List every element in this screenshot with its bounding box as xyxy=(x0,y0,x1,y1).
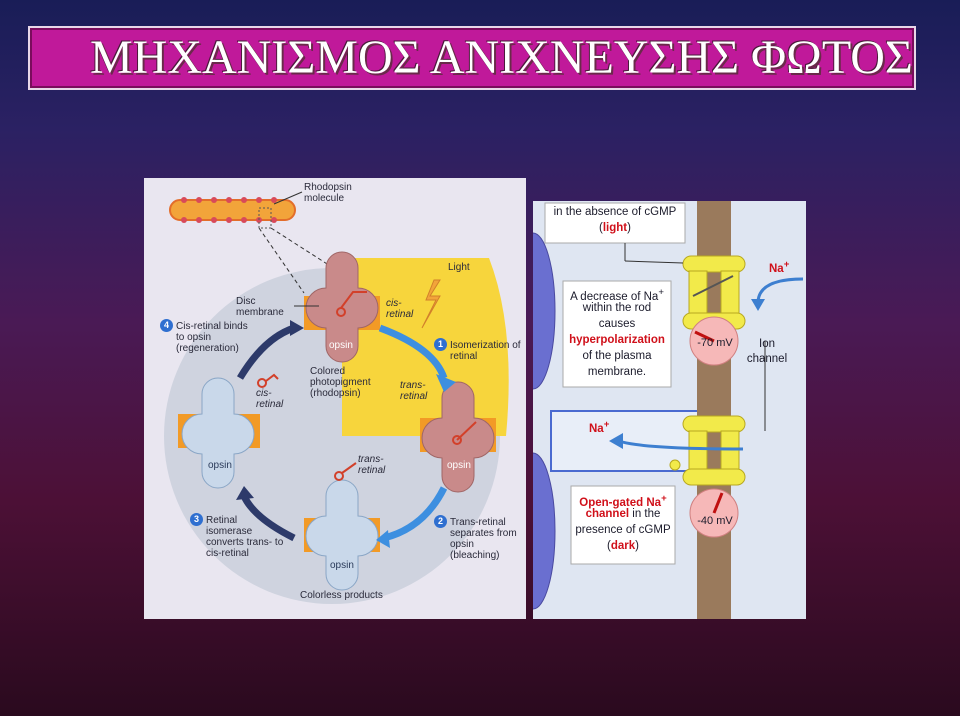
zoom-line-left xyxy=(258,227,305,294)
opsin-left xyxy=(181,377,255,489)
arrow-step2 xyxy=(383,486,448,542)
rhodopsin-cycle-graphic xyxy=(164,191,509,604)
cis-retinal-free-mark xyxy=(257,378,267,388)
rhodopsin-pointer xyxy=(273,191,303,205)
absence-pointer-h xyxy=(624,260,684,264)
ion-channel-label: Ion channel xyxy=(746,338,788,365)
cell-bottom xyxy=(533,452,556,610)
na-top-label: Na+ xyxy=(769,257,789,277)
step-4-label: Cis-retinal binds to opsin (regeneration… xyxy=(176,321,248,354)
cis-retinal-free-chain xyxy=(265,373,279,382)
trans-retinal-center-label: trans-retinal xyxy=(358,454,386,476)
ion-channel-diagram: in the absence of cGMP (light) A decreas… xyxy=(533,201,806,619)
cis-retinal-left-label: cis-retinal xyxy=(256,388,284,410)
arrow-step4-head xyxy=(290,320,304,336)
cgmp-molecule xyxy=(669,459,681,471)
decrease-box xyxy=(562,280,672,388)
opsin-top-label: opsin xyxy=(329,340,353,351)
arrow-step2-head xyxy=(376,530,390,548)
causes-label: causes xyxy=(598,318,636,330)
step-1-label: Isomerization of retinal xyxy=(450,340,521,362)
of-plasma-label: of the plasma xyxy=(582,350,652,362)
channel-line-label: channel in the xyxy=(571,507,675,522)
open-gated-sup: + xyxy=(661,493,667,504)
decrease-sup: + xyxy=(658,287,664,298)
open-gated-text: Open-gated Na xyxy=(579,496,662,509)
within-rod-label: within the rod xyxy=(582,302,652,314)
light-word: light xyxy=(602,222,628,234)
zoom-box xyxy=(258,207,272,229)
gauge-top-needle xyxy=(694,330,715,343)
opsin-right-label: opsin xyxy=(447,460,471,471)
dark-word: dark xyxy=(610,540,636,552)
channel-bottom-right xyxy=(720,430,740,472)
na-arrow-top-head xyxy=(751,299,765,311)
ion-channel-graphic xyxy=(533,201,804,619)
light-label: Light xyxy=(448,262,470,273)
na-top-sup: + xyxy=(783,259,790,270)
decrease-text: A decrease of Na xyxy=(570,290,659,303)
rhodopsin-molecule-text: Rhodopsin molecule xyxy=(304,182,352,204)
arrow-step4 xyxy=(236,324,296,380)
cis-retinal-top-label: cis-retinal xyxy=(386,298,414,320)
opsin-bottom xyxy=(305,479,379,591)
step-3-badge: 3 xyxy=(190,513,203,526)
title-banner: ΜΗΧΑΝΙΣΜΟΣ ΑΝΙΧΝΕΥΣΗΣ ΦΩΤΟΣ xyxy=(28,26,916,90)
na-bottom-sup: + xyxy=(603,419,610,430)
opsin-left-label: opsin xyxy=(208,460,232,471)
na-bottom-text: Na xyxy=(589,422,604,435)
trans-retinal-right-mark xyxy=(452,435,462,445)
hyperpolarization-label: hyperpolarization xyxy=(569,334,665,346)
rhodopsin-cycle-diagram: Rhodopsin molecule Disc membrane Light c… xyxy=(144,178,526,619)
arrow-step3 xyxy=(240,494,296,542)
presence-label: presence of cGMP xyxy=(575,524,671,536)
membrane-label: membrane. xyxy=(587,366,647,378)
open-gated-label: Open-gated Na+ xyxy=(571,491,675,511)
rhodopsin-molecule-label: Rhodopsin molecule xyxy=(304,182,366,204)
absence-label-1: in the absence of cGMP xyxy=(553,206,677,218)
trans-retinal-right-label: trans-retinal xyxy=(400,380,428,402)
in-the-word: in the xyxy=(632,508,661,520)
colorless-products-label: Colorless products xyxy=(300,590,383,601)
cell-top xyxy=(533,232,556,390)
opsin-bottom-label: opsin xyxy=(330,560,354,571)
page-title: ΜΗΧΑΝΙΣΜΟΣ ΑΝΙΧΝΕΥΣΗΣ ΦΩΤΟΣ xyxy=(90,31,913,84)
decrease-label: A decrease of Na+ xyxy=(563,285,671,305)
channel-bottom-cap xyxy=(682,415,746,433)
voltage-top-label: -70 mV xyxy=(697,337,733,349)
disc-membrane-label: Disc membrane xyxy=(236,296,284,318)
na-bottom-label: Na+ xyxy=(589,417,609,437)
channel-bottom-base xyxy=(682,468,746,486)
open-gated-box xyxy=(570,485,676,565)
gauge-bottom-needle xyxy=(712,492,724,514)
trans-retinal-free-chain xyxy=(341,462,357,474)
colored-photopigment-label: Colored photopigment (rhodopsin) xyxy=(310,366,371,399)
step-2-badge: 2 xyxy=(434,515,447,528)
channel-bottom-left xyxy=(688,430,708,472)
step-2-label: Trans-retinal separates from opsin (blea… xyxy=(450,517,517,561)
cis-retinal-top-chain xyxy=(340,291,367,309)
light-bolt xyxy=(421,279,441,329)
dark-label: (dark) xyxy=(607,540,639,552)
disc-membrane-shape xyxy=(169,199,296,221)
step-1-badge: 1 xyxy=(434,338,447,351)
arrow-step1-head xyxy=(436,374,456,392)
channel-top-cap xyxy=(682,255,746,273)
arrow-step1 xyxy=(378,324,448,380)
absence-label-2: (light) xyxy=(599,222,631,234)
rhodopsin-molecules xyxy=(181,197,277,223)
arrow-step3-head xyxy=(236,486,254,500)
step-3-label: Retinal isomerase converts trans- to cis… xyxy=(206,515,284,559)
na-arrow-bottom-head xyxy=(609,433,623,449)
na-arrow-bottom xyxy=(618,439,744,451)
na-top-text: Na xyxy=(769,262,784,275)
absence-box xyxy=(544,202,686,244)
trans-retinal-right-chain xyxy=(456,421,477,441)
channel-top-gate xyxy=(692,275,734,297)
voltage-bottom-label: -40 mV xyxy=(697,515,733,527)
channel-word: channel xyxy=(585,508,630,520)
step-4-badge: 4 xyxy=(160,319,173,332)
trans-retinal-free-mark xyxy=(334,471,344,481)
